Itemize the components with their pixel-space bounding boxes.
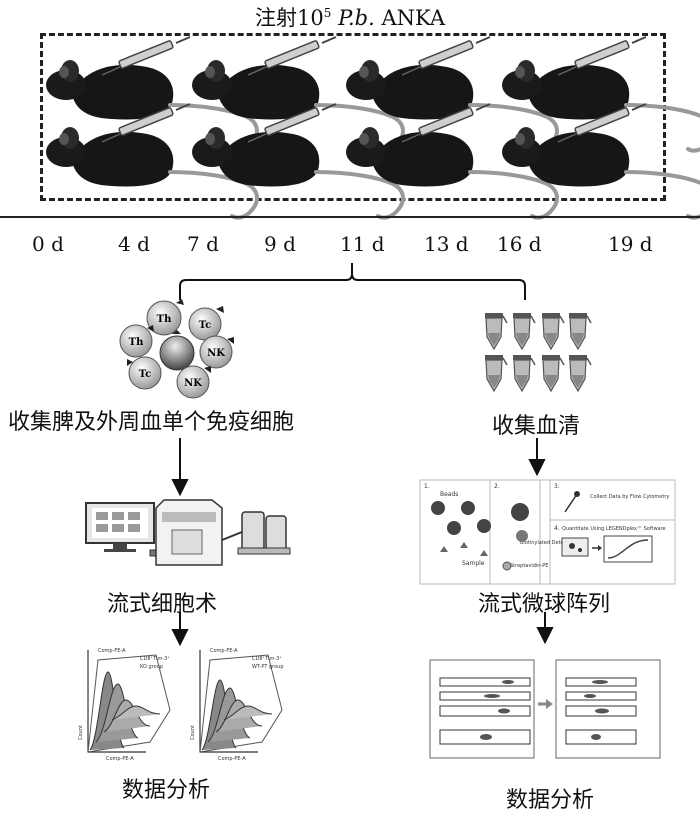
cell-label: Tc: [139, 369, 151, 380]
title-strain: ANKA: [381, 6, 445, 30]
histogram-legend-1: CD8⁺Tim-3⁺: [140, 656, 170, 662]
cell-label: NK: [207, 348, 225, 359]
histogram-panel-1: CD8⁺Tim-3⁺ KO group Comp-FE-A Comp-PE-A …: [78, 648, 171, 762]
arrow-right-icon: [538, 699, 553, 709]
flow-cytometry-label: 流式细胞术: [107, 592, 218, 617]
title-prefix: 注射10: [255, 6, 324, 30]
histogram-y-axis: Count: [190, 725, 196, 740]
cba-sape-label: Streptavidin-PE: [510, 563, 548, 569]
injection-box: [40, 33, 666, 201]
collect-cells-label: 收集脾及外周血单个免疫细胞: [8, 410, 295, 435]
day-label: 4 d: [118, 232, 150, 256]
day-label: 0 d: [32, 232, 64, 256]
histogram-top-axis: Comp-FE-A: [210, 648, 238, 654]
cba-detection-label: Biotinylated Detection Ab: [520, 540, 584, 546]
timeline-axis: [0, 216, 700, 218]
cell-label: Th: [129, 337, 144, 348]
day-label: 7 d: [187, 232, 219, 256]
scatter-panel-2: [555, 659, 661, 759]
cba-collect-label: Collect Data by Flow Cytometry: [590, 494, 669, 500]
histogram-x-axis: Comp-PE-A: [218, 756, 246, 762]
arrow-down-icon: [171, 438, 189, 497]
cell-tc-2: Tc: [127, 356, 162, 390]
histogram-x-axis: Comp-PE-A: [106, 756, 134, 762]
collect-serum-label: 收集血清: [492, 414, 581, 439]
cba-quantitate-label: Quantitate Using LEGENDplex™ Software: [562, 526, 666, 532]
scatter-panel-1: [429, 659, 535, 759]
cba-panel-num: 1.: [424, 483, 430, 490]
arrow-down-icon: [528, 438, 546, 477]
cell-label: Tc: [199, 320, 211, 331]
cba-panel-num: 3.: [554, 483, 560, 490]
data-analysis-label-right: 数据分析: [506, 788, 595, 813]
histogram-y-axis: Count: [78, 725, 84, 740]
cba-panel-num: 4.: [554, 525, 560, 532]
histogram-top-axis: Comp-FE-A: [98, 648, 126, 654]
title-superscript: 5: [323, 6, 332, 20]
arrow-down-icon: [171, 612, 189, 647]
cell-th-1: Th: [146, 299, 184, 336]
arrow-down-icon: [536, 612, 554, 645]
data-analysis-label-left: 数据分析: [122, 778, 211, 803]
cba-label: 流式微球阵列: [478, 592, 611, 617]
day-label: 16 d: [497, 232, 542, 256]
cell-label: Th: [157, 314, 172, 325]
histogram-legend-1: CD8⁺Tim-3⁺: [252, 656, 282, 662]
cell-center: [159, 330, 195, 371]
day-label: 11 d: [340, 232, 385, 256]
histogram-legend-2: WT-PT group: [252, 664, 284, 670]
cell-nk-1: NK: [199, 335, 234, 369]
page-title: 注射105 P.b. ANKA: [0, 2, 700, 32]
title-species: P.b.: [338, 6, 375, 30]
day-label: 19 d: [608, 232, 653, 256]
cba-sample-label: Sample: [462, 560, 485, 567]
cba-beads-label: Beads: [440, 491, 458, 498]
histogram-legend-2: KO group: [140, 664, 163, 670]
day-label: 13 d: [424, 232, 469, 256]
cell-nk-2: NK: [176, 365, 211, 399]
day-label: 9 d: [264, 232, 296, 256]
cba-panel-num: 2.: [494, 483, 500, 490]
cell-th-2: Th: [119, 324, 154, 358]
cell-label: NK: [184, 378, 202, 389]
histogram-panel-2: CD8⁺Tim-3⁺ WT-PT group Comp-FE-A Comp-PE…: [190, 648, 284, 762]
